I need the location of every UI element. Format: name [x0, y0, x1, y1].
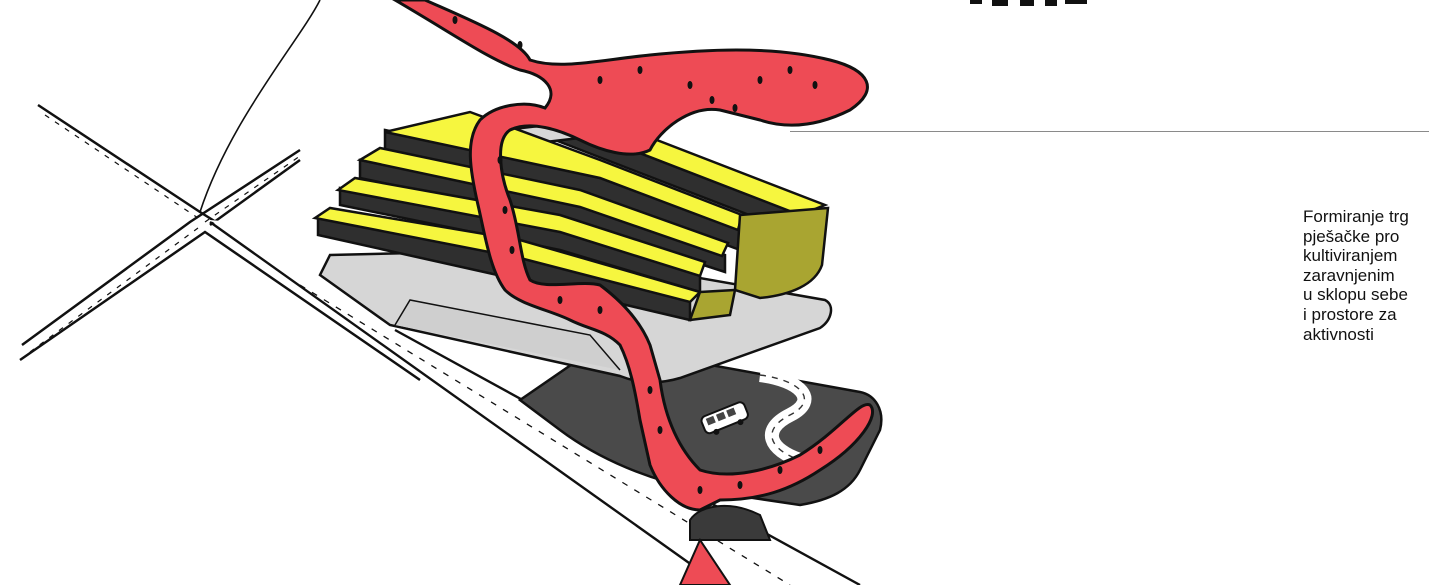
caption-text: Formiranje trg pješačke pro kultiviranje…: [1303, 207, 1429, 344]
caption-line: Formiranje trg: [1303, 207, 1429, 227]
caption-line: pješačke pro: [1303, 227, 1429, 247]
caption-line: kultiviranjem: [1303, 246, 1429, 266]
leader-line: [790, 131, 1429, 132]
scribble-icon: [970, 0, 1087, 6]
caption-line: u sklopu sebe: [1303, 285, 1429, 305]
caption-line: zaravnjenim: [1303, 266, 1429, 286]
caption-line: aktivnosti: [1303, 325, 1429, 345]
caption-line: i prostore za: [1303, 305, 1429, 325]
